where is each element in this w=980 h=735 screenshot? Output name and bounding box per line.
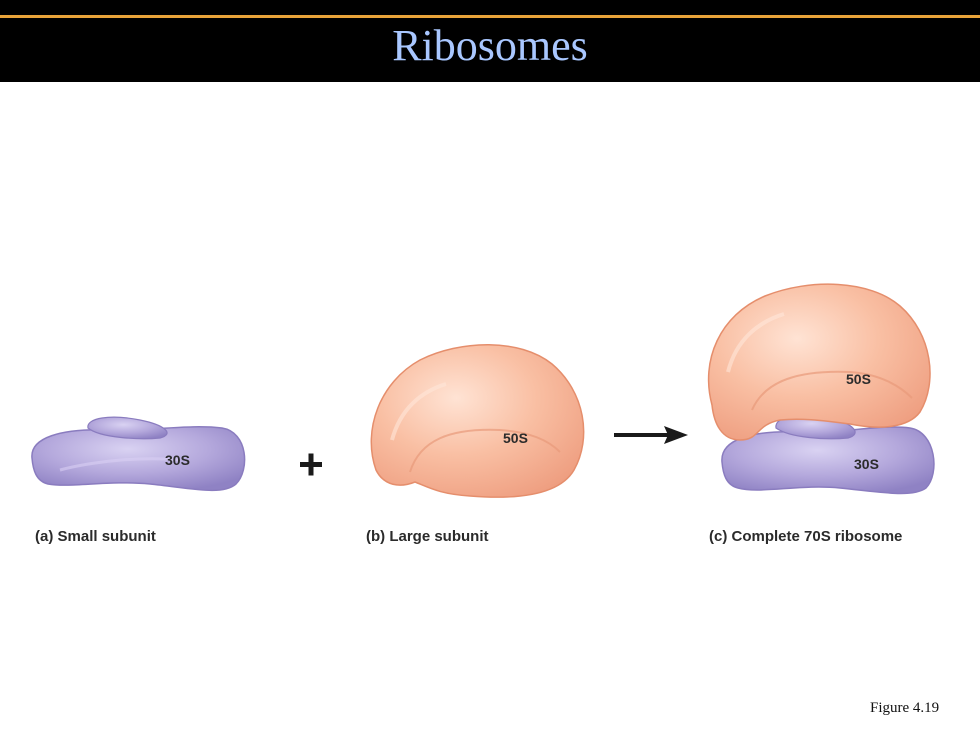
figure-reference: Figure 4.19 bbox=[870, 700, 940, 716]
right-arrow-icon bbox=[614, 426, 688, 444]
caption-letter: (b) bbox=[366, 528, 386, 545]
small-subunit-label: 30S bbox=[165, 452, 190, 468]
complete-small-subunit-label: 30S bbox=[854, 456, 879, 472]
title-bar: Ribosomes bbox=[0, 0, 980, 82]
caption-text: Complete 70S ribosome bbox=[731, 528, 903, 545]
small-subunit-shape: 30S bbox=[31, 416, 246, 492]
large-subunit-shape: 50S bbox=[370, 344, 585, 498]
caption-letter: (c) bbox=[709, 528, 728, 545]
complete-ribosome-shape: 30S 50S bbox=[707, 283, 935, 495]
caption-text: Small subunit bbox=[57, 528, 156, 545]
large-subunit-label: 50S bbox=[503, 430, 528, 446]
title-accent-line bbox=[0, 15, 980, 18]
caption-complete-ribosome: (c) Complete 70S ribosome bbox=[709, 528, 902, 545]
plus-icon bbox=[300, 453, 322, 476]
complete-large-subunit-label: 50S bbox=[846, 371, 871, 387]
caption-text: Large subunit bbox=[389, 528, 489, 545]
slide-title: Ribosomes bbox=[392, 21, 588, 70]
caption-letter: (a) bbox=[35, 528, 54, 545]
caption-small-subunit: (a) Small subunit bbox=[35, 528, 156, 545]
caption-large-subunit: (b) Large subunit bbox=[366, 528, 489, 545]
